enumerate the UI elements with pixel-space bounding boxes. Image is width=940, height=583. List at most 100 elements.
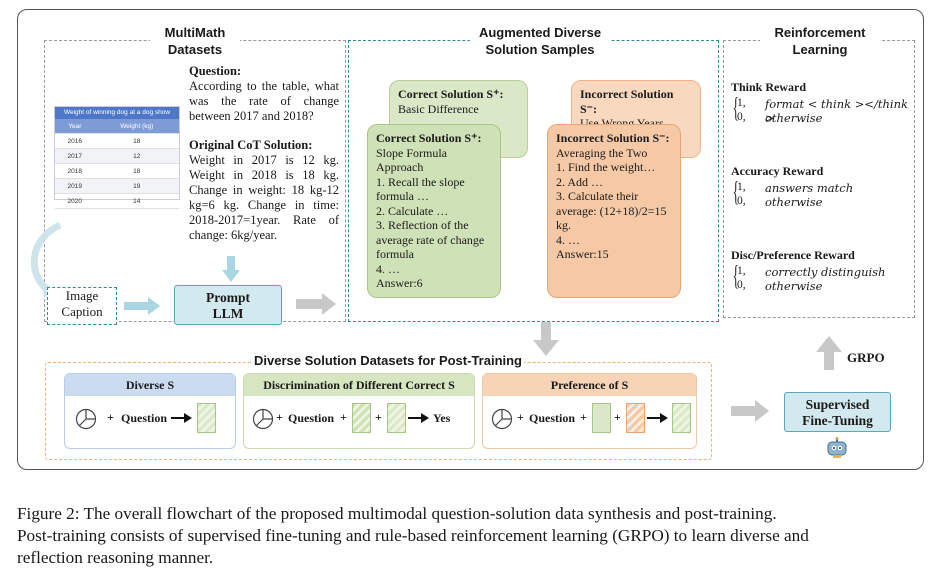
arrow-caption-prompt bbox=[124, 297, 160, 315]
brace-icon: { bbox=[732, 177, 740, 208]
reward-case0: otherwise bbox=[765, 195, 823, 209]
pie-chart-icon bbox=[491, 408, 513, 430]
reward-value-one: 1, bbox=[737, 97, 746, 109]
panel-discrimination: Discrimination of Different Correct S + … bbox=[243, 373, 475, 449]
arrow-datasets-sft bbox=[731, 400, 769, 422]
table-cell: 14 bbox=[94, 193, 179, 209]
correct-solution-back-card: Correct Solution S⁺: Basic Difference bbox=[389, 80, 528, 158]
table-cell: 2019 bbox=[55, 178, 95, 194]
question-token: Question bbox=[529, 411, 576, 425]
table-cell: 18 bbox=[94, 163, 179, 179]
yes-label: Yes bbox=[433, 411, 451, 425]
reward-case1: answers match bbox=[765, 181, 854, 195]
incorrect-line: average: (12+18)/2=15 bbox=[556, 203, 667, 218]
correct-back-body: Basic Difference bbox=[398, 101, 479, 116]
think-reward: Think Reward { 1, format < think ></thin… bbox=[731, 80, 911, 127]
solution-token-correct bbox=[592, 403, 611, 433]
solution-token-incorrect bbox=[626, 403, 645, 433]
plus-sign: + bbox=[580, 410, 587, 424]
multimath-header: MultiMath Datasets bbox=[150, 24, 240, 58]
caption-line-3: reflection reasoning manner. bbox=[17, 548, 214, 567]
correct-line: 4. … bbox=[376, 261, 400, 276]
correct-solution-front-card: Correct Solution S⁺: Slope Formula Appro… bbox=[367, 124, 501, 298]
arrow-right-icon bbox=[171, 413, 192, 423]
cot-block: Original CoT Solution: Weight in 2017 is… bbox=[189, 138, 339, 243]
prompt-llm-box: Prompt LLM bbox=[174, 285, 282, 325]
post-training-header: Diverse Solution Datasets for Post-Train… bbox=[252, 352, 524, 369]
arrow-prompt-augmented bbox=[296, 293, 336, 315]
arrow-right-icon bbox=[408, 413, 429, 423]
incorrect-line: kg. bbox=[556, 218, 571, 232]
pie-chart-icon bbox=[75, 408, 97, 430]
reward-case1: correctly distinguish bbox=[765, 265, 886, 279]
reward-case0: otherwise bbox=[765, 279, 823, 293]
correct-line: Answer:6 bbox=[376, 276, 423, 290]
reward-case1: format < think ></think > bbox=[765, 97, 908, 125]
correct-front-title: Correct Solution S⁺: bbox=[376, 131, 482, 145]
correct-line: Slope Formula bbox=[376, 145, 447, 160]
table-cell: 2016 bbox=[55, 133, 95, 149]
solution-token-correct bbox=[352, 403, 371, 433]
table-cell: 2017 bbox=[55, 148, 95, 164]
correct-line: Approach bbox=[376, 160, 424, 174]
incorrect-line: 4. … bbox=[556, 232, 580, 247]
arrow-right-icon bbox=[647, 413, 668, 423]
diagram-frame bbox=[17, 9, 924, 470]
reward-value-one: 1, bbox=[737, 265, 746, 277]
figure-caption: Figure 2: The overall flowchart of the p… bbox=[17, 503, 932, 569]
panel-preference-title: Preference of S bbox=[483, 374, 696, 396]
incorrect-solution-front-card: Incorrect Solution S⁻: Averaging the Two… bbox=[547, 124, 681, 298]
brace-icon: { bbox=[732, 261, 740, 292]
image-caption-box: Image Caption bbox=[47, 287, 117, 325]
incorrect-line: Averaging the Two bbox=[556, 145, 648, 160]
correct-line: 2. Calculate … bbox=[376, 203, 449, 218]
table-cell: 19 bbox=[94, 178, 179, 194]
caption-line-1: Figure 2: The overall flowchart of the p… bbox=[17, 504, 777, 523]
sft-box: Supervised Fine-Tuning bbox=[784, 392, 891, 432]
table-cell: 2018 bbox=[55, 163, 95, 179]
panel-preference: Preference of S + Question + + bbox=[482, 373, 697, 449]
plus-sign: + bbox=[107, 410, 114, 424]
incorrect-line: 2. Add … bbox=[556, 174, 604, 189]
arrow-up-grpo bbox=[816, 336, 842, 370]
pie-chart-icon bbox=[252, 408, 274, 430]
question-block: Question: According to the table, what w… bbox=[189, 64, 339, 124]
table-cell: 12 bbox=[94, 148, 179, 164]
correct-line: formula … bbox=[376, 189, 429, 203]
panel-discrimination-title: Discrimination of Different Correct S bbox=[244, 374, 474, 396]
correct-line: 3. Reflection of the bbox=[376, 218, 469, 232]
cot-text: Weight in 2017 is 12 kg. Weight in 2018 … bbox=[189, 153, 339, 242]
correct-line: 1. Recall the slope bbox=[376, 174, 465, 189]
panel-diverse: Diverse S + Question bbox=[64, 373, 236, 449]
caption-line-2: Post-training consists of supervised fin… bbox=[17, 526, 809, 545]
table-cell: 2020 bbox=[55, 193, 95, 209]
correct-back-title: Correct Solution S⁺: bbox=[398, 87, 504, 101]
brace-icon: { bbox=[732, 93, 740, 124]
panel-diverse-title: Diverse S bbox=[65, 374, 235, 396]
reward-value-zero: 0, bbox=[737, 195, 746, 207]
arrow-down-prompt bbox=[222, 256, 240, 282]
accuracy-reward: Accuracy Reward { 1, answers match 0, ot… bbox=[731, 164, 911, 211]
correct-line: average rate of change bbox=[376, 232, 485, 247]
incorrect-line: Answer:15 bbox=[556, 247, 609, 261]
question-token: Question bbox=[288, 411, 335, 425]
plus-sign: + bbox=[276, 410, 283, 424]
table-title: Weight of winning dog at a dog show bbox=[55, 107, 179, 119]
rl-header: Reinforcement Learning bbox=[760, 24, 880, 58]
robot-icon bbox=[827, 437, 847, 458]
incorrect-front-title: Incorrect Solution S⁻: bbox=[556, 131, 670, 145]
incorrect-line: 1. Find the weight… bbox=[556, 160, 656, 174]
question-label: Question: bbox=[189, 64, 242, 78]
augmented-header: Augmented Diverse Solution Samples bbox=[470, 24, 610, 58]
grpo-label: GRPO bbox=[847, 350, 885, 365]
solution-token-correct bbox=[197, 403, 216, 433]
plus-sign: + bbox=[340, 410, 347, 424]
disc-preference-reward: Disc/Preference Reward { 1, correctly di… bbox=[731, 248, 911, 295]
table-cell: 18 bbox=[94, 133, 179, 149]
reward-value-one: 1, bbox=[737, 181, 746, 193]
reward-title: Accuracy Reward bbox=[731, 164, 824, 178]
table-image: Weight of winning dog at a dog show Year… bbox=[54, 106, 180, 209]
cot-label: Original CoT Solution: bbox=[189, 138, 313, 152]
table-header-year: Year bbox=[55, 119, 95, 134]
arrow-down-datasets bbox=[533, 322, 559, 356]
